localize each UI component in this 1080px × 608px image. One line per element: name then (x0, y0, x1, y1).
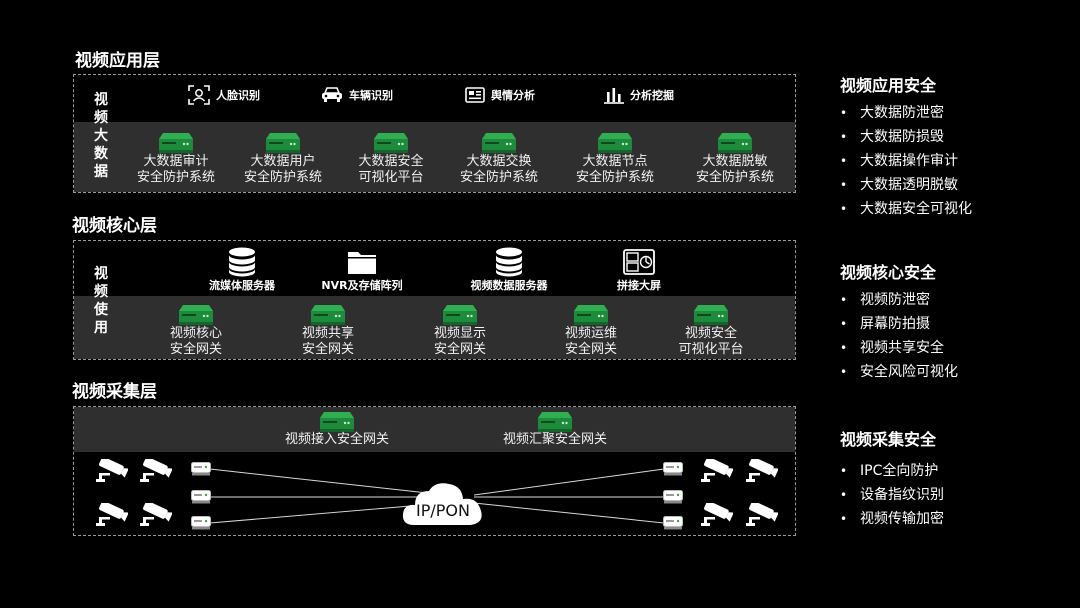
function-analysis-mining: 分析挖掘 (604, 86, 674, 104)
device-video-display-gateway: 视频显示安全网关 (410, 305, 510, 358)
screen-icon (623, 249, 655, 275)
core-side-label: 视频使用 (94, 266, 108, 336)
device-bigdata-audit: 大数据审计安全防护系统 (123, 133, 229, 186)
onu-device-icon (663, 462, 683, 476)
security-appliance-icon (482, 133, 516, 153)
device-bigdata-visual: 大数据安全可视化平台 (338, 133, 444, 186)
camera-icon (94, 459, 128, 483)
function-face-recognition: 人脸识别 (188, 85, 260, 105)
device-label: 大数据脱敏安全防护系统 (695, 154, 774, 185)
camera-icon (94, 503, 128, 527)
function-nvr-storage: NVR及存储阵列 (312, 249, 412, 293)
security-list-collect: IPC全向防护 设备指纹识别 视频传输加密 (840, 459, 944, 531)
camera-icon (744, 503, 778, 527)
list-item: 大数据安全可视化 (840, 197, 972, 221)
device-label: 大数据节点安全防护系统 (575, 154, 654, 185)
security-appliance-icon (374, 133, 408, 153)
list-item: 视频传输加密 (840, 507, 944, 531)
security-appliance-icon (443, 305, 477, 325)
security-appliance-icon (159, 133, 193, 153)
database-icon (228, 247, 256, 277)
onu-device-icon (663, 490, 683, 504)
list-item: 屏幕防拍摄 (840, 312, 958, 336)
core-layer-panel: 视频使用 流媒体服务器 NVR及存储阵列 视频数据服务器 拼接大屏 视频核心安全… (73, 240, 796, 360)
function-video-data-server: 视频数据服务器 (459, 247, 559, 293)
list-item: 安全风险可视化 (840, 360, 958, 384)
device-bigdata-user: 大数据用户安全防护系统 (230, 133, 336, 186)
function-video-wall: 拼接大屏 (589, 249, 689, 293)
security-appliance-icon (179, 305, 213, 325)
device-label: 视频安全可视化平台 (678, 326, 744, 357)
device-bigdata-exchange: 大数据交换安全防护系统 (446, 133, 552, 186)
camera-icon (699, 503, 733, 527)
function-streaming-server: 流媒体服务器 (192, 247, 292, 293)
security-appliance-icon (266, 133, 300, 153)
security-appliance-icon (320, 412, 354, 432)
core-layer-title: 视频核心层 (72, 216, 157, 236)
camera-icon (699, 459, 733, 483)
collect-gateway-band (74, 407, 795, 452)
security-appliance-icon (574, 305, 608, 325)
collect-layer-panel: 视频接入安全网关 视频汇聚安全网关 IP/PON (73, 406, 796, 536)
database-icon (495, 247, 523, 277)
folder-icon (348, 252, 376, 274)
security-appliance-icon (694, 305, 728, 325)
device-label: 大数据审计安全防护系统 (136, 154, 215, 185)
security-appliance-icon (311, 305, 345, 325)
car-icon (322, 87, 342, 102)
app-layer-title: 视频应用层 (75, 51, 160, 71)
onu-device-icon (191, 462, 211, 476)
list-item: 大数据防泄密 (840, 101, 972, 125)
device-video-ops-gateway: 视频运维安全网关 (541, 305, 641, 358)
list-item: 大数据防损毁 (840, 125, 972, 149)
device-video-access-gateway: 视频接入安全网关 (269, 412, 405, 448)
app-side-label: 视频大数据 (94, 92, 108, 180)
device-label: 视频显示安全网关 (433, 326, 486, 357)
camera-icon (744, 459, 778, 483)
onu-device-icon (191, 516, 211, 530)
list-item: 大数据操作审计 (840, 149, 972, 173)
device-label: 视频核心安全网关 (169, 326, 222, 357)
security-title-core: 视频核心安全 (840, 263, 937, 282)
cloud-icon (402, 483, 482, 525)
security-list-core: 视频防泄密 屏幕防拍摄 视频共享安全 安全风险可视化 (840, 288, 958, 384)
list-item: 大数据透明脱敏 (840, 173, 972, 197)
function-vehicle-recognition: 车辆识别 (321, 87, 393, 103)
app-device-band (74, 122, 795, 192)
device-video-share-gateway: 视频共享安全网关 (278, 305, 378, 358)
device-video-aggregation-gateway: 视频汇聚安全网关 (487, 412, 623, 448)
app-layer-panel: 视频大数据 人脸识别 车辆识别 舆情分析 (73, 74, 796, 193)
security-list-app: 大数据防泄密 大数据防损毁 大数据操作审计 大数据透明脱敏 大数据安全可视化 (840, 101, 972, 221)
device-label: 视频运维安全网关 (564, 326, 617, 357)
device-label: 大数据交换安全防护系统 (459, 154, 538, 185)
news-icon (465, 87, 485, 103)
onu-device-icon (191, 490, 211, 504)
list-item: IPC全向防护 (840, 459, 944, 483)
device-label: 大数据安全可视化平台 (358, 154, 424, 185)
camera-icon (138, 503, 172, 527)
onu-device-icon (663, 516, 683, 530)
bar-chart-icon (604, 88, 624, 104)
device-video-core-gateway: 视频核心安全网关 (146, 305, 246, 358)
list-item: 设备指纹识别 (840, 483, 944, 507)
device-label: 大数据用户安全防护系统 (243, 154, 322, 185)
device-video-security-platform: 视频安全可视化平台 (661, 305, 761, 358)
network-links (209, 468, 665, 524)
collect-layer-title: 视频采集层 (72, 382, 157, 402)
device-label: 视频共享安全网关 (301, 326, 354, 357)
camera-icon (138, 459, 172, 483)
device-bigdata-node: 大数据节点安全防护系统 (562, 133, 668, 186)
security-title-collect: 视频采集安全 (840, 430, 937, 449)
list-item: 视频共享安全 (840, 336, 958, 360)
security-appliance-icon (718, 133, 752, 153)
security-title-app: 视频应用安全 (840, 76, 937, 95)
device-bigdata-masking: 大数据脱敏安全防护系统 (682, 133, 788, 186)
security-appliance-icon (538, 412, 572, 432)
cloud-label: IP/PON (416, 501, 470, 520)
list-item: 视频防泄密 (840, 288, 958, 312)
face-recognition-icon (188, 85, 210, 105)
security-appliance-icon (598, 133, 632, 153)
function-sentiment-analysis: 舆情分析 (465, 87, 535, 103)
